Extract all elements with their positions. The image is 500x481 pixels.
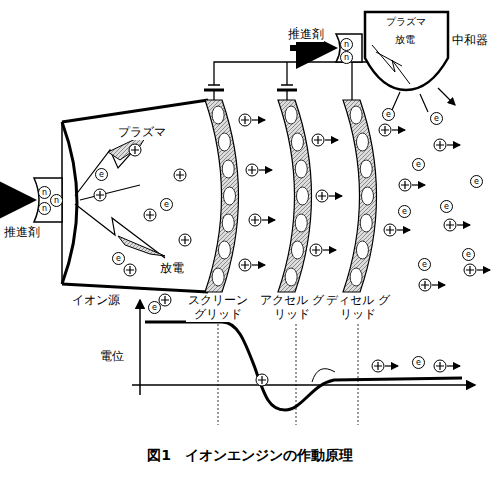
- particle-letter: e: [112, 252, 125, 265]
- ion-symbol: [179, 234, 191, 246]
- part-label: イオン源: [72, 294, 120, 308]
- position-axis: [132, 384, 475, 386]
- particle-letter: n: [340, 51, 353, 64]
- particle-letter: e: [462, 248, 475, 261]
- grid-holes: [212, 106, 373, 286]
- ion-symbol: [384, 224, 410, 236]
- part-label: 放電: [395, 34, 415, 46]
- grid-hole: [350, 106, 362, 124]
- particle-letter: e: [382, 108, 395, 121]
- ion-symbol: [434, 360, 460, 372]
- ion-symbol: [464, 264, 490, 276]
- particle-letter: e: [418, 258, 431, 271]
- ion-symbol: [174, 169, 186, 181]
- ion-symbol: [310, 244, 336, 256]
- ion-symbol: [312, 134, 338, 146]
- accel-grid: [278, 100, 312, 292]
- discharge-bolt: [108, 133, 165, 256]
- part-label: 電位: [100, 350, 124, 364]
- figure-caption: 図1 イオンエンジンの作動原理: [0, 447, 500, 465]
- particle-letter: e: [95, 168, 108, 181]
- grid-hole: [285, 106, 297, 124]
- ion-symbol: [379, 124, 405, 136]
- electron-flow-arrows: [392, 88, 455, 112]
- grid-hole: [222, 214, 234, 232]
- ion-symbol: [419, 279, 445, 291]
- neutralizer-discharge: [372, 45, 410, 84]
- grid-hole: [295, 160, 307, 178]
- potential-curve: [145, 322, 462, 410]
- particle-letter: e: [412, 158, 425, 171]
- ion-symbol: [444, 219, 470, 231]
- ion-symbols: [94, 114, 490, 386]
- grid-hole: [224, 187, 236, 205]
- part-label: アクセル グリッド: [260, 294, 325, 322]
- grid-hole: [356, 241, 368, 259]
- part-label: 推進剤: [288, 28, 324, 42]
- particle-letter: e: [430, 112, 443, 125]
- ion-symbol: [144, 209, 156, 221]
- ion-symbol: [124, 264, 136, 276]
- grid-hole: [212, 268, 224, 286]
- particle-letter: e: [160, 198, 173, 211]
- particle-letter: e: [412, 356, 425, 369]
- ion-symbol: [159, 294, 171, 306]
- ion-symbol: [246, 164, 272, 176]
- grid-hole: [360, 214, 372, 232]
- ion-symbol: [316, 190, 342, 202]
- ion-symbol: [249, 214, 275, 226]
- particle-letter: e: [148, 301, 161, 314]
- ion-symbol: [239, 259, 265, 271]
- potential-axis: [139, 300, 141, 395]
- neutralizer-propellant-arrow: [290, 45, 332, 51]
- ion-symbol: [434, 139, 460, 151]
- part-label: 推進剤: [4, 226, 40, 240]
- power-supply-wires: [204, 58, 372, 100]
- ion-symbol: [94, 189, 106, 201]
- ion-symbol: [256, 374, 268, 386]
- grid-hole: [212, 106, 224, 124]
- decel-grid: [343, 100, 377, 292]
- grid-hole: [218, 241, 230, 259]
- part-label: プラズマ: [386, 16, 426, 28]
- grid-hole: [360, 160, 372, 178]
- part-label: スクリーン グリッド: [186, 294, 251, 322]
- grid-hole: [350, 268, 362, 286]
- ion-symbol: [239, 114, 265, 126]
- grid-hole: [291, 133, 303, 151]
- grid-hole: [285, 268, 297, 286]
- particle-letter: e: [440, 200, 453, 213]
- grid-hole: [362, 187, 374, 205]
- grid-hole: [291, 241, 303, 259]
- part-label: 中和器: [452, 34, 488, 48]
- particle-letter: n: [50, 194, 63, 207]
- propellant-arrow: [0, 197, 30, 204]
- ion-symbol: [129, 144, 141, 156]
- battery-plates: [204, 89, 297, 92]
- grid-hole: [222, 160, 234, 178]
- discharge-lines: [75, 132, 165, 258]
- screen-grid: [205, 100, 239, 292]
- part-label: ディセル グリッド: [326, 294, 391, 322]
- particle-letter: n: [38, 202, 51, 215]
- particle-letter: n: [340, 38, 353, 51]
- ion-path-curve: [312, 369, 335, 382]
- part-label: プラズマ: [118, 126, 166, 140]
- particle-letter: n: [38, 186, 51, 199]
- grid-hole: [295, 214, 307, 232]
- grid-hole: [297, 187, 309, 205]
- particle-letter: e: [470, 175, 483, 188]
- neutralizer-body: [365, 12, 448, 90]
- particle-letter: e: [398, 205, 411, 218]
- ion-symbol: [372, 360, 398, 372]
- grid-hole: [356, 133, 368, 151]
- ion-symbol: [399, 179, 425, 191]
- chamber-back: [62, 122, 77, 284]
- part-label: 放電: [160, 262, 184, 276]
- inlet-nozzle: [34, 178, 62, 222]
- grid-hole: [218, 133, 230, 151]
- chamber-wall: [62, 100, 208, 292]
